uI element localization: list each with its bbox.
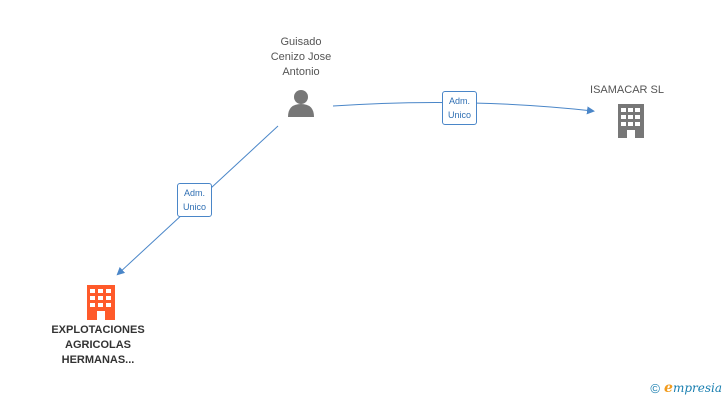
node-label-explotaciones[interactable]: EXPLOTACIONES AGRICOLAS HERMANAS... [51,324,145,366]
person-icon[interactable] [288,90,314,117]
building-icon[interactable] [618,104,644,138]
empresia-watermark: © empresia [650,380,722,396]
building-icon[interactable] [87,285,115,320]
node-label-isamacar[interactable]: ISAMACAR SL [590,84,664,96]
edge-label-adm-unico: Adm. Unico [442,91,478,125]
copyright-symbol: © [650,380,661,396]
edge-label-adm-unico: Adm. Unico [177,183,213,217]
node-label-person[interactable]: Guisado Cenizo Jose Antonio [270,36,332,78]
brand-logo: empresia [664,380,722,396]
